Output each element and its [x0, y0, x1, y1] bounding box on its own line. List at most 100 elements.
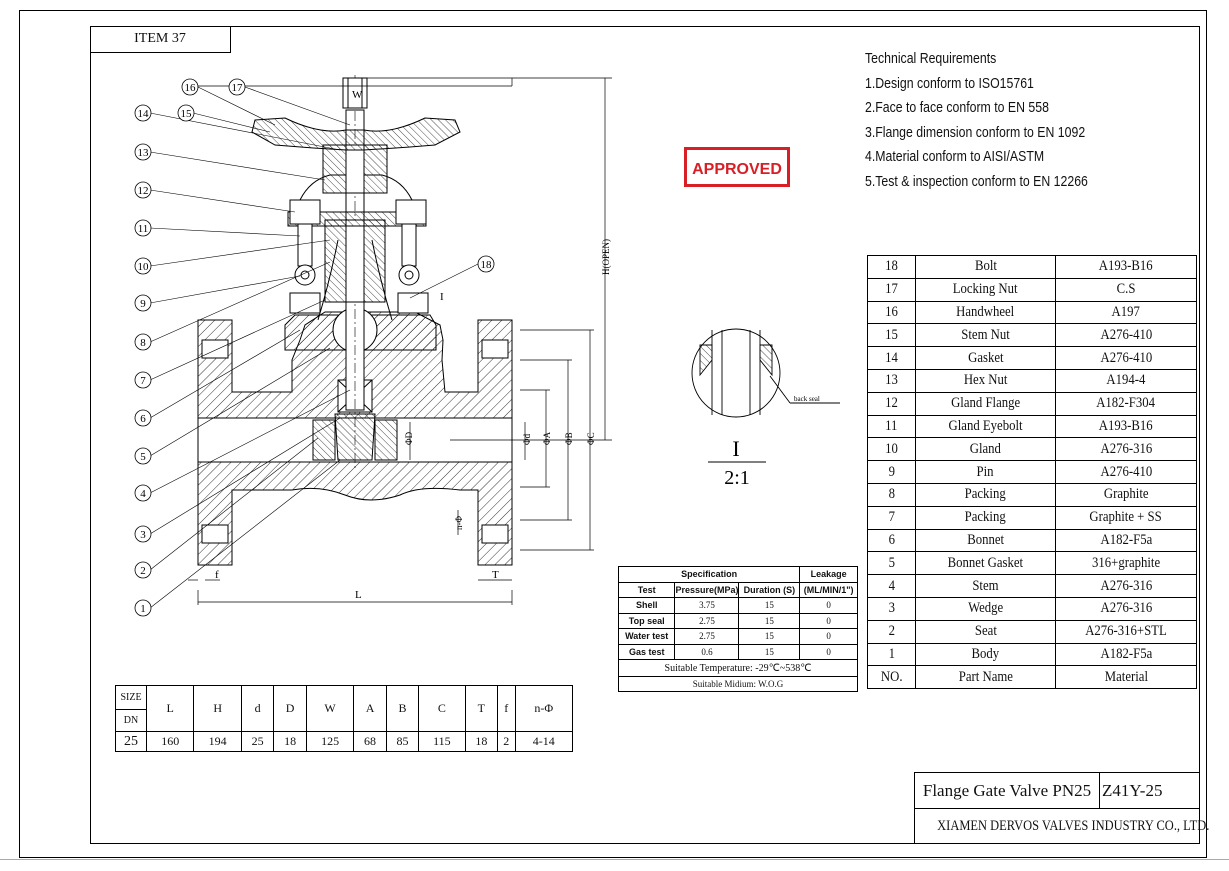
- part-material-text: Graphite: [1103, 486, 1149, 503]
- spec-leakage: 0: [799, 643, 858, 660]
- part-material: A276-410: [1055, 323, 1197, 348]
- part-name: Bonnet: [915, 528, 1056, 553]
- part-material: A276-410: [1055, 460, 1197, 484]
- dim-label-i: I: [440, 291, 444, 303]
- part-material-text: A194-4: [1106, 372, 1146, 389]
- dim-header: A: [353, 685, 387, 732]
- part-name: Part Name: [915, 665, 1056, 690]
- part-no: NO.: [867, 665, 916, 690]
- dim-value: 25: [240, 731, 275, 752]
- part-material: Graphite: [1055, 482, 1197, 507]
- callout-2: 2: [140, 565, 146, 577]
- dim-label-c: ΦC: [586, 432, 596, 445]
- part-name-text: Part Name: [958, 668, 1013, 685]
- dim-label-dd: ΦD: [404, 431, 414, 445]
- part-material-text: A193-B16: [1099, 417, 1153, 434]
- outer-border: [19, 10, 1207, 858]
- part-no: 18: [867, 255, 916, 279]
- callout-16: 16: [185, 82, 197, 94]
- part-material: Graphite + SS: [1055, 505, 1197, 530]
- part-name-text: Body: [971, 645, 1000, 662]
- dim-value: 115: [418, 731, 466, 752]
- spec-leakage: 0: [799, 612, 858, 629]
- part-no: 16: [867, 300, 916, 325]
- part-no: 7: [867, 505, 916, 530]
- spec-medium: Suitable Midium: W.O.G: [618, 676, 858, 692]
- part-no: 14: [867, 346, 916, 370]
- part-no: 1: [867, 642, 916, 667]
- part-name-text: Wedge: [967, 600, 1004, 617]
- callout-15: 15: [181, 108, 193, 120]
- callout-12: 12: [138, 185, 149, 197]
- part-name: Locking Nut: [915, 277, 1056, 302]
- item-label: ITEM 37: [90, 26, 231, 53]
- pressure-header: Pressure(MPa): [674, 581, 740, 598]
- part-no: 11: [867, 414, 916, 439]
- part-no-text: 6: [888, 531, 895, 548]
- callout-14: 14: [138, 108, 150, 120]
- dim-value: 194: [193, 731, 242, 752]
- dim-value: 4-14: [514, 731, 574, 752]
- test-header: Test: [617, 581, 676, 598]
- part-material-text: A182-F5a: [1100, 645, 1152, 662]
- seat-right: [374, 419, 398, 461]
- part-no-text: 3: [888, 600, 895, 617]
- part-no-text: NO.: [880, 668, 903, 685]
- spec-temperature: Suitable Temperature: -29℃~538℃: [618, 659, 858, 677]
- part-material: A193-B16: [1055, 414, 1197, 439]
- drawing-frame: [90, 26, 1200, 844]
- part-row: 17 Locking Nut C.S: [867, 277, 1197, 302]
- spec-pressure: 2.75: [674, 612, 740, 629]
- part-no: 17: [867, 277, 916, 302]
- callout-11: 11: [138, 223, 149, 235]
- part-name: Body: [915, 642, 1056, 667]
- dim-value: 85: [385, 731, 420, 752]
- part-no-text: 8: [888, 486, 895, 503]
- part-material-text: A276-316+STL: [1085, 623, 1167, 640]
- dim-label-n: n-Φ: [454, 516, 464, 530]
- handwheel: [251, 117, 461, 151]
- part-name: Packing: [915, 505, 1056, 530]
- dim-header: T: [464, 685, 499, 732]
- callout-10: 10: [138, 261, 150, 273]
- part-material: Material: [1055, 665, 1197, 690]
- part-row: 6 Bonnet A182-F5a: [867, 528, 1197, 553]
- part-no-text: 17: [885, 281, 898, 298]
- part-material-text: A276-410: [1100, 349, 1152, 366]
- part-material-text: A182-F304: [1096, 395, 1156, 412]
- part-no: 9: [867, 460, 916, 484]
- part-material-text: A182-F5a: [1100, 531, 1152, 548]
- callout-13: 13: [138, 147, 150, 159]
- part-name-text: Locking Nut: [953, 281, 1018, 298]
- spec-duration: 15: [738, 612, 801, 629]
- dim-label-d: Φd: [522, 433, 532, 445]
- leak-header: Leakage: [799, 566, 858, 583]
- part-no: 3: [867, 596, 916, 621]
- part-material: A194-4: [1055, 368, 1197, 393]
- dim-label-l: L: [355, 589, 362, 601]
- part-no-text: 13: [885, 372, 898, 389]
- callout-1: 1: [140, 603, 146, 615]
- dim-header: n-Φ: [514, 685, 574, 732]
- part-material: A182-F5a: [1055, 528, 1197, 553]
- dim-header: D: [273, 685, 307, 732]
- callout-3: 3: [140, 529, 146, 541]
- part-name-text: Packing: [964, 486, 1007, 503]
- part-name-text: Seat: [974, 623, 997, 640]
- part-no-text: 2: [888, 623, 895, 640]
- treq-line: Technical Requirements: [865, 50, 997, 67]
- page-bottom-line: [0, 859, 1229, 860]
- spec-leakage: 0: [799, 597, 858, 614]
- part-material: C.S: [1055, 277, 1197, 302]
- dim-header: C: [418, 685, 466, 732]
- spec-test: Top seal: [617, 612, 676, 629]
- part-name-text: Hex Nut: [963, 372, 1008, 389]
